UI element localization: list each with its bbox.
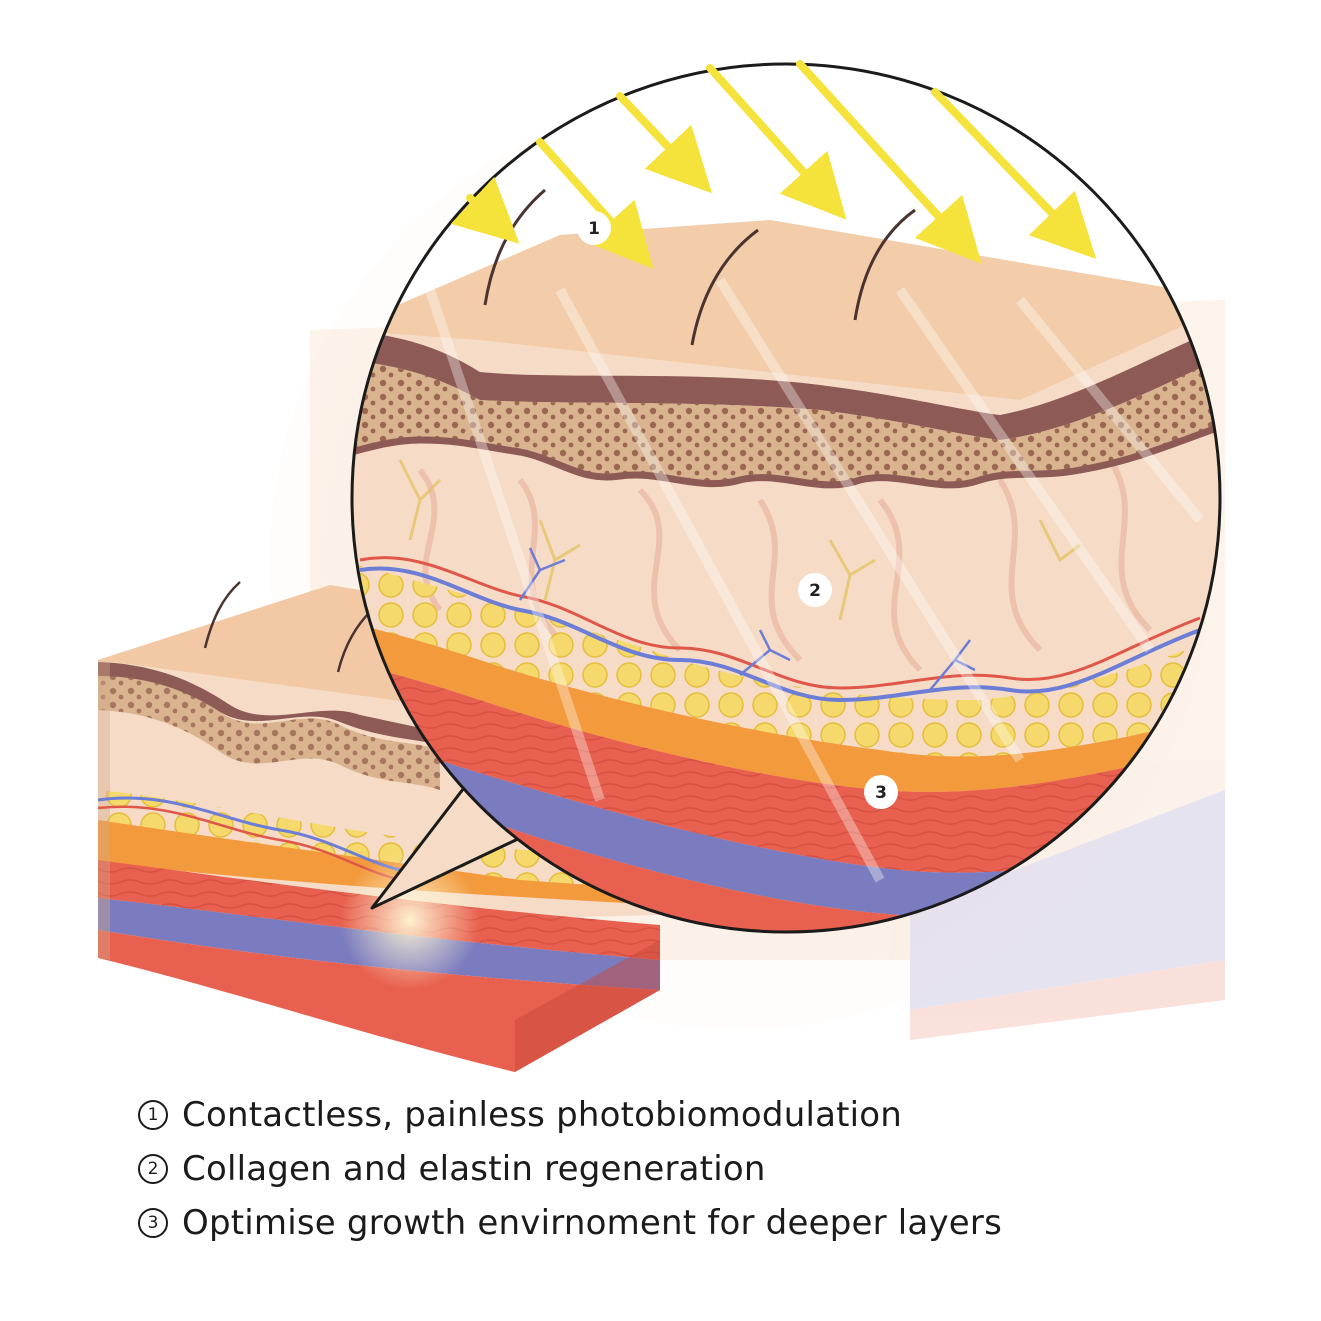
marker-3-label: 3 (875, 783, 887, 803)
legend-text-3: Optimise growth envirnoment for deeper l… (182, 1203, 1003, 1243)
marker-2: 2 (798, 573, 832, 607)
legend-text-2: Collagen and elastin regeneration (182, 1149, 766, 1189)
legend-number-2: 2 (138, 1154, 168, 1184)
marker-3: 3 (864, 775, 898, 809)
legend-text-1: Contactless, painless photobiomodulation (182, 1095, 903, 1135)
marker-2-label: 2 (809, 581, 821, 601)
legend-number-1: 1 (138, 1100, 168, 1130)
legend-number-3: 3 (138, 1208, 168, 1238)
zoom-circle-outline (350, 62, 1222, 934)
legend-item: 1 Contactless, painless photobiomodulati… (138, 1088, 1238, 1142)
legend-item: 2 Collagen and elastin regeneration (138, 1142, 1238, 1196)
legend-item: 3 Optimise growth envirnoment for deeper… (138, 1196, 1238, 1250)
marker-1: 1 (577, 211, 611, 245)
legend: 1 Contactless, painless photobiomodulati… (138, 1088, 1238, 1250)
small-skin-block (97, 581, 660, 1072)
light-arrows (450, 60, 1097, 269)
marker-1-label: 1 (588, 219, 600, 239)
